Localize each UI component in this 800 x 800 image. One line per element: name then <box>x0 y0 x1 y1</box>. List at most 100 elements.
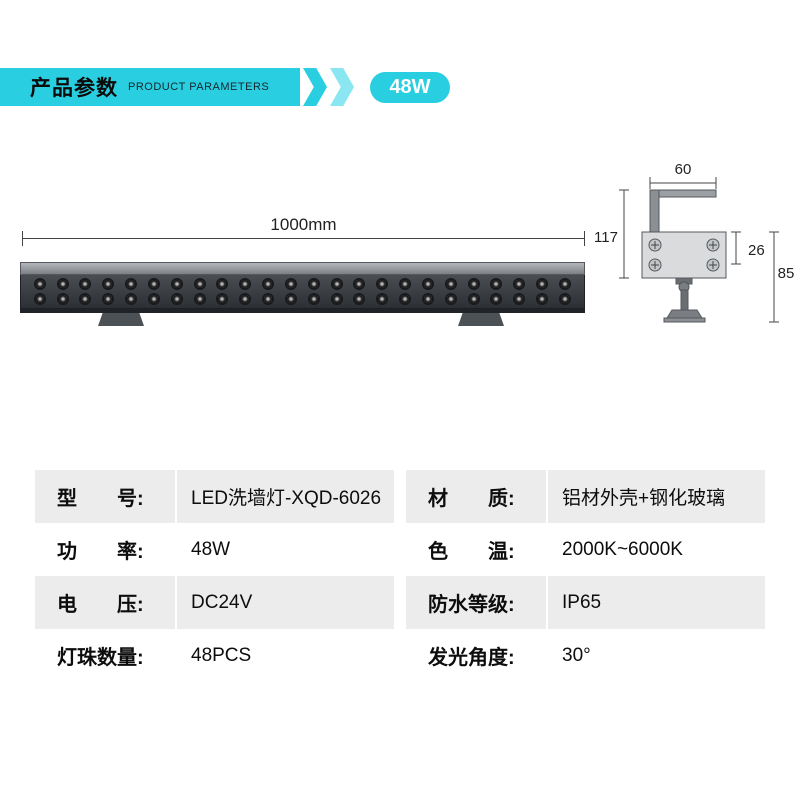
led-dot <box>332 295 341 304</box>
dimension-tick <box>22 231 23 246</box>
led-dot <box>423 295 432 304</box>
table-cell-group: 色 温: 2000K~6000K <box>406 523 765 576</box>
led-dot <box>286 279 295 288</box>
table-gap <box>394 470 406 523</box>
table-cell-group: 防水等级: IP65 <box>406 576 765 629</box>
led-dot <box>58 295 67 304</box>
led-dot <box>332 279 341 288</box>
table-cell-group: 电 压: DC24V <box>35 576 394 629</box>
spec-value-model: LED洗墙灯-XQD-6026 <box>175 470 394 523</box>
dimension-right-small-label: 26 <box>748 242 765 259</box>
led-dot <box>195 295 204 304</box>
led-dot <box>446 295 455 304</box>
led-dot <box>127 279 136 288</box>
screw-icon <box>648 258 662 272</box>
spec-label-model: 型 号: <box>57 488 144 510</box>
led-dot <box>35 279 44 288</box>
table-cell-group: 型 号: LED洗墙灯-XQD-6026 <box>35 470 394 523</box>
screw-icon <box>648 238 662 252</box>
base-foot <box>666 309 703 319</box>
section-title-en: PRODUCT PARAMETERS <box>128 81 270 93</box>
led-dot <box>492 295 501 304</box>
led-dot <box>104 279 113 288</box>
led-dot <box>423 279 432 288</box>
screw-icon <box>706 258 720 272</box>
bracket-arm <box>649 189 660 233</box>
spec-table: 型 号: LED洗墙灯-XQD-6026 材 质: 铝材外壳+钢化玻璃 功 率:… <box>35 470 765 682</box>
spec-label-material: 材 质: <box>428 488 515 510</box>
dimension-top-label: 60 <box>675 161 692 178</box>
led-dot <box>378 295 387 304</box>
spec-value-voltage: DC24V <box>175 576 394 629</box>
mounting-foot <box>458 313 504 326</box>
led-dot <box>378 279 387 288</box>
led-dot <box>149 279 158 288</box>
dimension-length-label: 1000mm <box>270 215 337 234</box>
table-row: 型 号: LED洗墙灯-XQD-6026 材 质: 铝材外壳+钢化玻璃 <box>35 470 765 523</box>
spec-label-waterproof: 防水等级: <box>428 594 515 616</box>
chevron-right-icon <box>330 68 354 106</box>
led-dot <box>35 295 44 304</box>
led-dot <box>241 279 250 288</box>
led-grid <box>20 275 585 309</box>
table-cell-group: 材 质: 铝材外壳+钢化玻璃 <box>406 470 765 523</box>
led-dot <box>264 279 273 288</box>
led-dot <box>286 295 295 304</box>
led-dot <box>241 295 250 304</box>
led-dot <box>218 295 227 304</box>
spec-label-color-temp: 色 温: <box>428 541 515 563</box>
spec-label-voltage: 电 压: <box>57 594 144 616</box>
led-dot <box>58 279 67 288</box>
spec-value-material: 铝材外壳+钢化玻璃 <box>546 470 765 523</box>
led-dot <box>355 295 364 304</box>
table-cell-group: 灯珠数量: 48PCS <box>35 629 394 682</box>
led-dot <box>538 279 547 288</box>
led-dot <box>401 295 410 304</box>
spec-value-color-temp: 2000K~6000K <box>546 523 765 576</box>
led-dot <box>309 295 318 304</box>
dimension-line <box>22 231 585 246</box>
table-gap <box>394 629 406 682</box>
led-dot <box>492 279 501 288</box>
bracket-flange <box>649 189 717 198</box>
led-dot <box>355 279 364 288</box>
led-dot <box>172 279 181 288</box>
table-row: 电 压: DC24V 防水等级: IP65 <box>35 576 765 629</box>
chevron-right-icon <box>303 68 327 106</box>
technical-drawing: 1000mm 60 <box>0 160 800 360</box>
led-dot <box>469 279 478 288</box>
led-dot <box>515 295 524 304</box>
led-dot <box>469 295 478 304</box>
led-dot <box>81 279 90 288</box>
table-gap <box>394 576 406 629</box>
dimension-tick <box>584 231 585 246</box>
table-cell-group: 功 率: 48W <box>35 523 394 576</box>
table-cell-group: 发光角度: 30° <box>406 629 765 682</box>
led-dot <box>218 279 227 288</box>
table-row: 灯珠数量: 48PCS 发光角度: 30° <box>35 629 765 682</box>
led-row <box>21 293 584 306</box>
section-title-banner: 产品参数 PRODUCT PARAMETERS <box>0 68 300 106</box>
mounting-foot <box>98 313 144 326</box>
spec-value-beam-angle: 30° <box>546 629 765 682</box>
led-bar-front-view <box>20 262 585 326</box>
led-bar-base <box>20 309 585 313</box>
led-dot <box>446 279 455 288</box>
page-header: 产品参数 PRODUCT PARAMETERS 48W <box>0 68 450 106</box>
led-dot <box>401 279 410 288</box>
led-dot <box>538 295 547 304</box>
led-dot <box>264 295 273 304</box>
table-gap <box>394 523 406 576</box>
spec-label-beam-angle: 发光角度: <box>428 647 515 669</box>
spec-value-waterproof: IP65 <box>546 576 765 629</box>
spec-value-led-count: 48PCS <box>175 629 394 682</box>
led-dot <box>195 279 204 288</box>
led-row <box>21 277 584 290</box>
spec-label-power: 功 率: <box>57 541 144 563</box>
spec-label-led-count: 灯珠数量: <box>57 647 144 669</box>
wattage-badge: 48W <box>370 71 450 103</box>
led-dot <box>172 295 181 304</box>
led-dot <box>81 295 90 304</box>
dimension-right-total-label: 85 <box>778 265 795 282</box>
led-dot <box>515 279 524 288</box>
